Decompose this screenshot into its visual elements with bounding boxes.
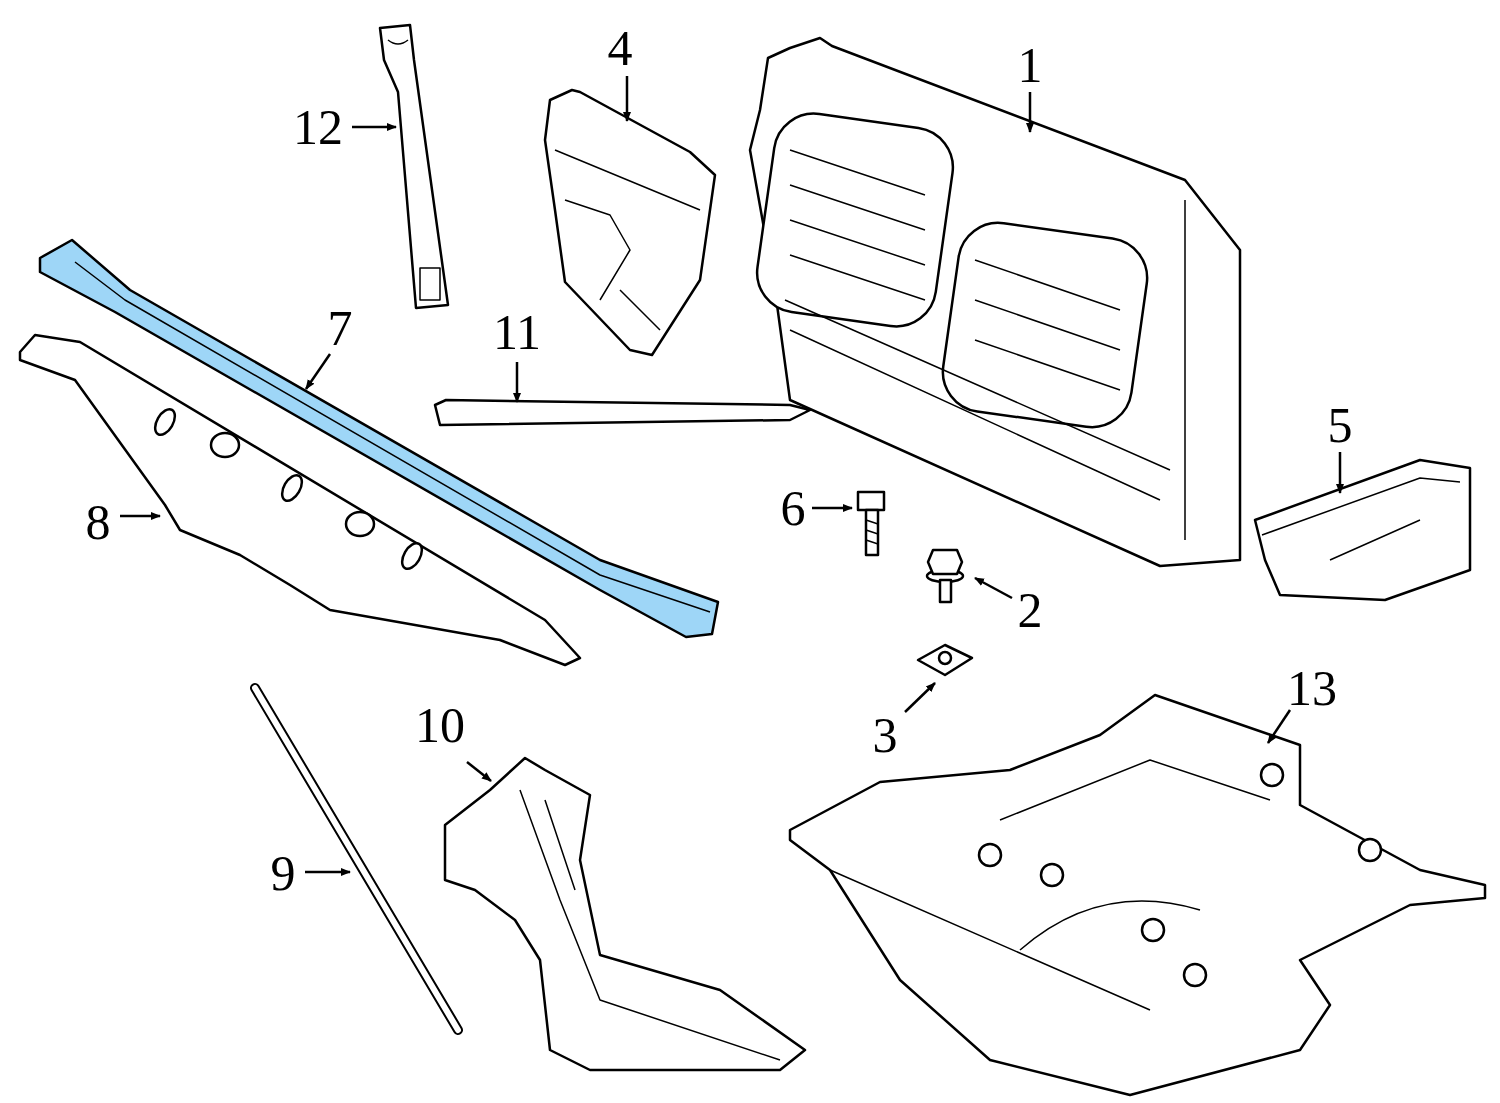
callout-number: 3 xyxy=(873,710,898,760)
clip-nut xyxy=(918,645,972,675)
callout-anchor: 2 xyxy=(1018,585,1043,635)
callout-number: 4 xyxy=(608,23,633,73)
air-duct-left xyxy=(545,90,715,355)
callout-number: 6 xyxy=(781,483,806,533)
callout-anchor: 1 xyxy=(1018,40,1043,90)
callout-anchor: 13 xyxy=(1287,663,1337,713)
callout-anchor: 4 xyxy=(608,23,633,73)
callout-number: 11 xyxy=(493,307,541,357)
callout-anchor: 11 xyxy=(493,307,541,357)
air-duct-right xyxy=(1255,460,1470,600)
underbody-shield xyxy=(790,695,1485,1095)
bolt xyxy=(858,492,884,555)
callout-anchor: 3 xyxy=(873,710,898,760)
upper-strut xyxy=(380,25,448,308)
seal-strip xyxy=(435,400,810,425)
callout-anchor: 10 xyxy=(415,700,465,750)
callout-anchor: 12 xyxy=(293,102,343,152)
callout-anchor: 6 xyxy=(781,483,806,533)
callout-number: 5 xyxy=(1328,400,1353,450)
callout-number: 8 xyxy=(86,497,111,547)
callout-number: 2 xyxy=(1018,585,1043,635)
callout-number: 9 xyxy=(271,848,296,898)
callout-number: 12 xyxy=(293,102,343,152)
flange-bolt xyxy=(927,550,963,602)
callout-anchor: 7 xyxy=(328,303,353,353)
radiator-support xyxy=(750,38,1240,566)
callout-number: 7 xyxy=(328,303,353,353)
callout-number: 13 xyxy=(1287,663,1337,713)
leader-arrows xyxy=(120,76,1340,872)
callout-anchor: 5 xyxy=(1328,400,1353,450)
callout-anchor: 9 xyxy=(271,848,296,898)
wheel-arch-panel xyxy=(445,758,805,1070)
callout-anchor: 8 xyxy=(86,497,111,547)
callout-number: 1 xyxy=(1018,40,1043,90)
callout-number: 10 xyxy=(415,700,465,750)
deflector-panel xyxy=(20,335,580,665)
